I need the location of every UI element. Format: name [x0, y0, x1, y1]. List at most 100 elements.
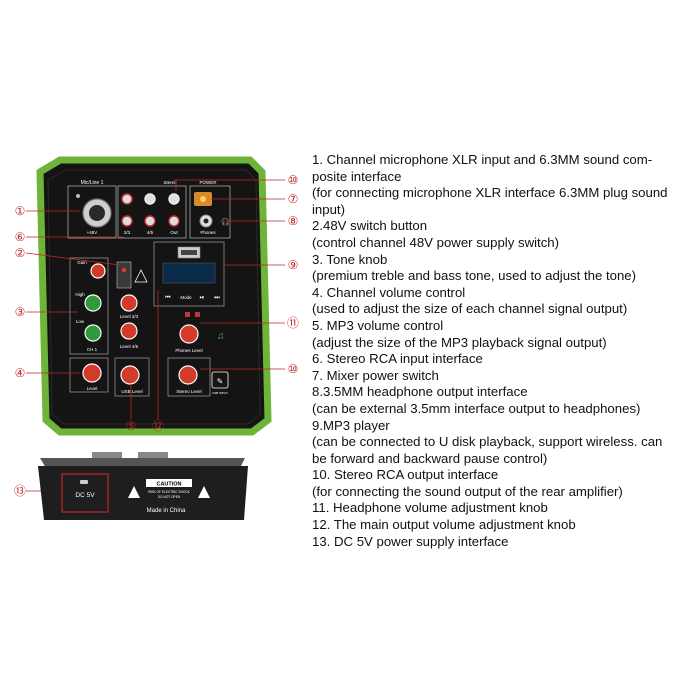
level-frame [69, 357, 109, 393]
channel-level-knob[interactable] [82, 363, 102, 383]
usb-level-frame [114, 357, 150, 397]
usb-level-label: USB Level [121, 389, 142, 394]
description-line: 11. Headphone volume adjustment knob [312, 500, 548, 516]
phones-label: Phones [200, 230, 216, 235]
description-line: be forward and backward pause control) [312, 450, 548, 466]
power-led-icon [200, 196, 206, 202]
usb-level-knob[interactable] [120, 365, 140, 385]
rca-23-label: 2/3 [124, 230, 131, 235]
dc-port[interactable] [80, 480, 88, 484]
caution-badge [146, 479, 192, 487]
callout-1: ① [15, 204, 26, 218]
description-line: posite interface [312, 168, 402, 184]
rca-jack[interactable] [144, 193, 156, 205]
mic-line-label: Mic/Line 1 [81, 180, 104, 186]
description-line: 1. Channel microphone XLR input and 6.3M… [312, 152, 653, 167]
callout-9: ⑨ [288, 258, 299, 272]
description-line: (for connecting the sound output of the … [312, 483, 623, 499]
mp3-buttons: ⏮ Mode ⏯ ⏭ [165, 295, 220, 301]
rca-jack[interactable] [144, 215, 156, 227]
usb-input-label: USB INPUT [212, 391, 228, 395]
level-label: Level [87, 386, 98, 391]
mixer-top-panel: Mic/Line 1 +48V Stereo 2/3 4/5 Out POWER… [36, 156, 272, 436]
level-45-knob[interactable] [120, 322, 138, 340]
dc-label: DC 5V [75, 492, 95, 499]
ch1-strip-frame [69, 257, 109, 355]
treble-knob[interactable] [84, 294, 102, 312]
callout-8: ⑧ [288, 214, 299, 228]
play-pause-icon[interactable]: ⏯ [200, 295, 205, 301]
callout-3: ③ [15, 305, 26, 319]
previous-icon[interactable]: ⏮ [165, 295, 171, 301]
level-45-label: Level 4/5 [120, 344, 139, 349]
level-23-label: Level 2/3 [120, 314, 139, 319]
description-line: 10. Stereo RCA output interface [312, 467, 499, 483]
power-label: POWER [199, 180, 217, 185]
callout-13: ⑬ [14, 484, 26, 498]
low-label: Low [76, 319, 85, 324]
mode-button-label[interactable]: Mode [180, 295, 192, 300]
rca-section-frame [117, 185, 187, 239]
description-line: 13. DC 5V power supply interface [312, 533, 509, 549]
usb-record-button[interactable] [211, 371, 229, 389]
mp3-display [162, 262, 216, 284]
phantom-led-icon [121, 267, 127, 273]
xlr-combo-center [89, 205, 105, 221]
description-line: (adjust the size of the MP3 playback sig… [312, 334, 607, 350]
rca-45-label: 4/5 [147, 230, 154, 235]
high-label: High [75, 292, 85, 297]
description-line: (premium treble and bass tone, used to a… [312, 268, 637, 284]
callout-10-top: ⑩ [288, 173, 299, 187]
phantom-switch[interactable] [116, 261, 132, 289]
description-line: 7. Mixer power switch [312, 367, 439, 383]
callout-7: ⑦ [288, 192, 299, 206]
rca-jack[interactable] [168, 215, 180, 227]
description-line: 6. Stereo RCA input interface [312, 351, 483, 367]
usb-port-slot [181, 250, 197, 255]
stereo-level-label: Stereo Level [176, 389, 201, 394]
description-line: 5. MP3 volume control [312, 317, 444, 333]
description-line: 9.MP3 player [312, 417, 390, 433]
description-line: 4. Channel volume control [312, 284, 466, 300]
headphone-icon: 🎧 [221, 217, 230, 226]
description-line: (control channel 48V power supply switch… [312, 234, 560, 250]
stereo-level-frame [167, 357, 211, 397]
phones-led-icon [185, 312, 190, 317]
description-line: (can be connected to U disk playback, su… [312, 434, 663, 450]
callout-2: ② [15, 246, 26, 260]
power-section-frame [189, 185, 231, 239]
pencil-icon: ✎ [217, 377, 224, 386]
phones-led-icon [195, 312, 200, 317]
caution-title: CAUTION [156, 482, 181, 488]
description-line: (used to adjust the size of each channel… [312, 301, 628, 317]
level-23-knob[interactable] [120, 294, 138, 312]
stereo-label: Stereo [163, 180, 177, 185]
gain-knob[interactable] [90, 263, 106, 279]
bluetooth-headphone-icon: ♫ [217, 331, 225, 342]
description-line: 2.48V switch button [312, 218, 428, 234]
description-line: 8.3.5MM headphone output interface [312, 384, 528, 400]
made-in-label: Made in China [147, 508, 186, 514]
mic-section-frame [67, 185, 117, 239]
shock-triangle-icon [198, 486, 210, 498]
phantom-label: +48V [87, 230, 98, 235]
out-label: Out [170, 230, 178, 235]
rca-jack[interactable] [121, 215, 133, 227]
callout-10-bottom: ⑩ [288, 362, 299, 376]
rca-jack[interactable] [121, 193, 133, 205]
phones-level-label: Phones Level [175, 348, 202, 353]
next-icon[interactable]: ⏭ [214, 295, 220, 301]
gain-label: Gain [77, 260, 87, 265]
description-line: (can be external 3.5mm interface output … [312, 400, 641, 416]
bass-knob[interactable] [84, 324, 102, 342]
callout-12: ⑫ [152, 419, 164, 433]
phones-level-knob[interactable] [179, 324, 199, 344]
rca-jack[interactable] [168, 193, 180, 205]
stereo-level-knob[interactable] [178, 365, 198, 385]
dc-highlight-frame [61, 473, 109, 513]
description-line: 3. Tone knob [312, 251, 388, 267]
description-line: input) [312, 201, 345, 217]
description-line: 12. The main output volume adjustment kn… [312, 517, 576, 533]
callout-11: ⑪ [287, 316, 299, 330]
mixer-rear-panel: DC 5V CAUTION RISK OF ELECTRIC SHOCK DO … [38, 452, 248, 520]
